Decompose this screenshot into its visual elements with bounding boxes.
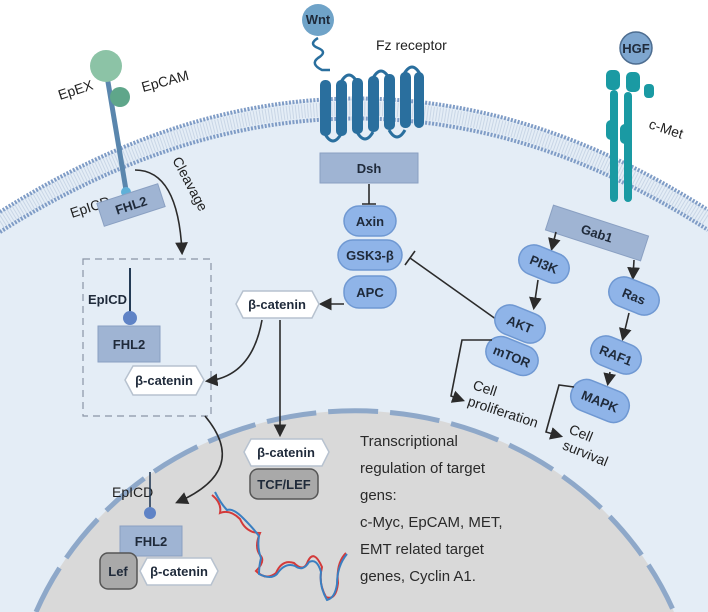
dsh-label: Dsh <box>357 161 382 176</box>
raf1-node: RAF1 <box>590 335 642 375</box>
fz-receptor <box>320 65 424 143</box>
epex-label: EpEX <box>56 76 96 102</box>
axin-node <box>343 205 397 237</box>
beta-catenin-label: β-catenin <box>257 445 315 460</box>
ras-to-raf1-arrow <box>619 312 632 342</box>
akt-inhibits-gsk3b <box>404 250 501 323</box>
fhl2-nucleus <box>119 525 183 557</box>
hgf-ligand <box>619 31 653 65</box>
c-met-label: c-Met <box>647 116 685 142</box>
c-met-receptor <box>606 70 654 202</box>
fz-receptor-label: Fz receptor <box>376 37 447 53</box>
mtor-to-proliferation-arrow <box>450 339 492 403</box>
apc-node <box>343 275 397 309</box>
fhl2-membrane: FHL2 <box>96 183 166 227</box>
dsh-inhibits-axin <box>362 184 376 205</box>
mapk-node: MAPK <box>569 378 631 424</box>
beta-catenin-nucleus <box>243 438 330 467</box>
epicd-complex-box <box>82 258 212 417</box>
hgf-label: HGF <box>622 41 650 56</box>
fhl2-label: FHL2 <box>113 337 146 352</box>
dna-strand <box>211 491 348 602</box>
beta-catenin-label: β-catenin <box>135 373 193 388</box>
mapk-to-survival-arrow <box>545 384 575 440</box>
wnt-linker <box>311 36 330 72</box>
beta-catenin-complex <box>124 365 205 396</box>
fhl2-label: FHL2 <box>135 534 168 549</box>
nuclear-envelope <box>33 408 677 612</box>
lef-label: Lef <box>108 564 128 579</box>
ras-node: Ras <box>608 276 660 316</box>
epicd-label-nucleus: EpICD <box>112 484 153 500</box>
epcam-receptor <box>90 50 131 197</box>
gab1-to-pi3k-arrow <box>548 231 561 252</box>
beta-catenin-label: β-catenin <box>150 564 208 579</box>
pi3k-node: PI3K <box>518 244 570 284</box>
lef-node <box>99 552 138 590</box>
raf1-to-mapk-arrow <box>603 371 617 387</box>
epcam-label: EpCAM <box>140 67 191 95</box>
beta-catenin-label: β-catenin <box>248 297 306 312</box>
gsk3b-node <box>337 239 403 271</box>
akt-node: AKT <box>494 304 546 344</box>
epicd-dot-cytoplasm <box>123 311 137 325</box>
epicd-dot-nucleus <box>144 507 156 519</box>
fhl2-cytoplasm <box>97 325 161 363</box>
axin-label: Axin <box>356 214 384 229</box>
wnt-ligand <box>302 4 334 36</box>
dsh-node <box>319 152 419 184</box>
apc-label: APC <box>356 285 384 300</box>
gab1-node: Gab1 <box>544 204 650 262</box>
beta-catenin-lef-complex <box>139 557 219 586</box>
beta-catenin-cytoplasm <box>235 290 320 319</box>
mtor-node: mTOR <box>485 335 539 377</box>
complex-to-nucleus-arrow <box>175 415 223 504</box>
gsk3b-label: GSK3-β <box>346 248 394 263</box>
beta-catenin-to-complex-arrow <box>204 319 263 387</box>
cleavage-arrow <box>134 169 188 256</box>
pi3k-to-akt-arrow <box>529 279 542 311</box>
epicd-label-cytoplasm: EpICD <box>88 292 127 307</box>
gab1-to-ras-arrow <box>627 259 640 281</box>
wnt-label: Wnt <box>306 12 331 27</box>
transcription-text: Transcriptional regulation of target gen… <box>360 433 507 585</box>
tcf-lef-node <box>249 468 319 500</box>
tcf-lef-label: TCF/LEF <box>257 477 310 492</box>
